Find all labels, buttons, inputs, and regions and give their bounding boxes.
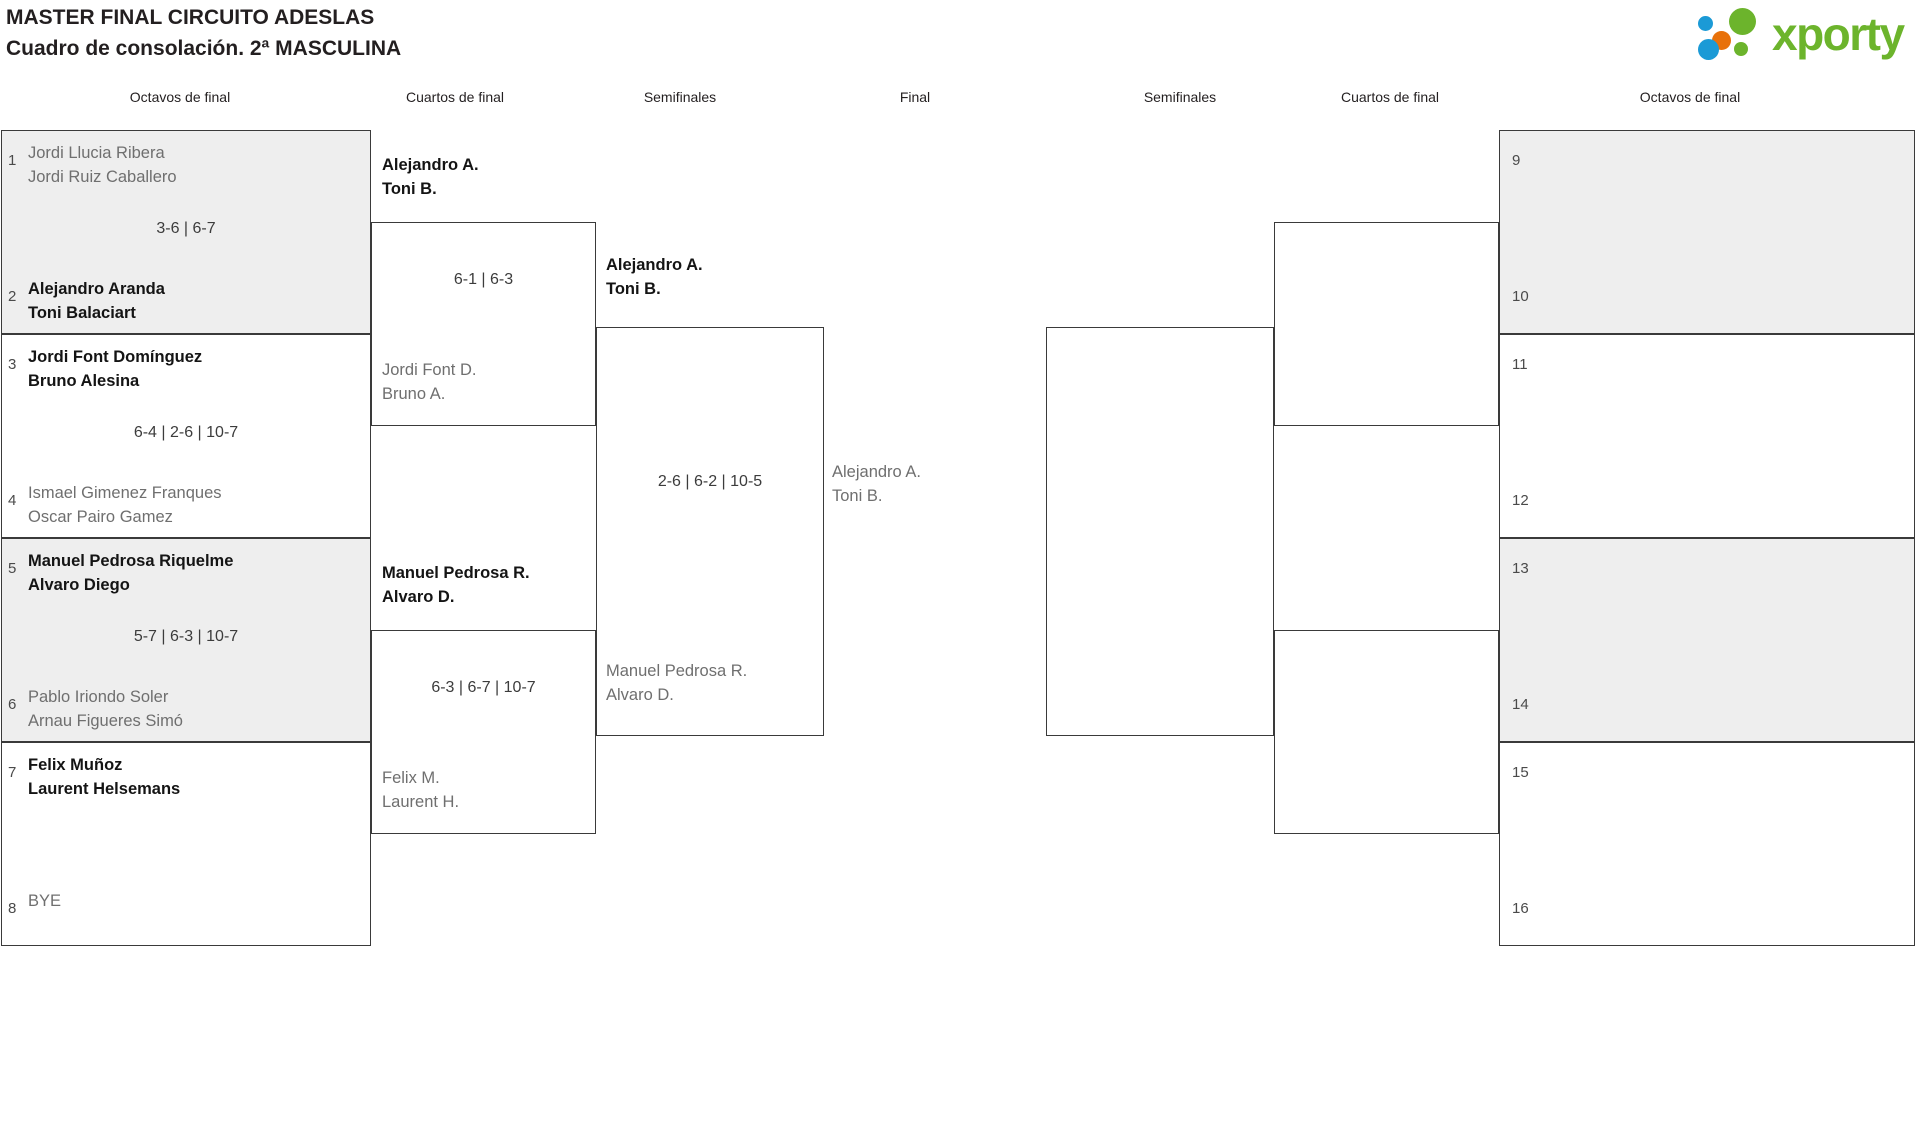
match-box-left-sf-1[interactable] — [596, 327, 824, 736]
player-name: Oscar Pairo Gamez — [28, 508, 173, 526]
match-box-right-r16-1[interactable] — [1499, 130, 1915, 334]
match-box-right-r16-3[interactable] — [1499, 538, 1915, 742]
player-name: Alvaro D. — [606, 686, 674, 704]
seed-number: 4 — [8, 492, 17, 509]
seed-number: 9 — [1512, 152, 1521, 169]
round-header-octavos-right: Octavos de final — [1639, 89, 1741, 105]
match-box-right-qf-1[interactable] — [1274, 222, 1499, 426]
finalist-name: Toni B. — [832, 487, 883, 505]
seed-number: 14 — [1512, 696, 1529, 713]
match-box-right-r16-2[interactable] — [1499, 334, 1915, 538]
title-block: MASTER FINAL CIRCUITO ADESLAS Cuadro de … — [6, 2, 401, 64]
player-name: Ismael Gimenez Franques — [28, 484, 222, 502]
round-header-semis-right: Semifinales — [1143, 89, 1217, 105]
tournament-title: MASTER FINAL CIRCUITO ADESLAS — [6, 6, 375, 29]
round-header-cuartos-right: Cuartos de final — [1340, 89, 1440, 105]
match-box-right-r16-4[interactable] — [1499, 742, 1915, 946]
player-name: Jordi Font Domínguez — [28, 348, 203, 366]
round-header-semis-left: Semifinales — [643, 89, 717, 105]
seed-number: 13 — [1512, 560, 1529, 577]
match-box-right-qf-2[interactable] — [1274, 630, 1499, 834]
player-name: Jordi Llucia Ribera — [28, 144, 165, 162]
player-name: Alejandro A. — [382, 156, 479, 174]
player-name: Arnau Figueres Simó — [28, 712, 183, 730]
match-score: 3-6 | 6-7 — [156, 220, 216, 237]
match-score: 6-1 | 6-3 — [453, 271, 514, 288]
player-name: BYE — [28, 892, 62, 910]
player-name: Pablo Iriondo Soler — [28, 688, 169, 706]
player-name: Felix M. — [382, 769, 440, 787]
seed-number: 1 — [8, 152, 17, 169]
seed-number: 7 — [8, 764, 17, 781]
xporty-logo: xporty — [1662, 4, 1912, 62]
seed-number: 12 — [1512, 492, 1529, 509]
seed-number: 10 — [1512, 288, 1529, 305]
round-header-octavos-left: Octavos de final — [129, 89, 231, 105]
round-header-final: Final — [899, 89, 931, 105]
player-name: Felix Muñoz — [28, 756, 123, 774]
player-name: Bruno A. — [382, 385, 446, 403]
match-box-left-qf-1[interactable] — [371, 222, 596, 426]
match-box-left-r16-4[interactable] — [1, 742, 371, 946]
match-box-left-qf-2[interactable] — [371, 630, 596, 834]
player-name: Manuel Pedrosa R. — [382, 564, 530, 582]
player-name: Alejandro Aranda — [28, 280, 165, 298]
logo-wordmark: xporty — [1772, 8, 1905, 60]
seed-number: 6 — [8, 696, 17, 713]
finalist-name: Alejandro A. — [832, 463, 921, 481]
seed-number: 3 — [8, 356, 17, 373]
seed-number: 16 — [1512, 900, 1529, 917]
player-name: Toni Balaciart — [28, 304, 136, 322]
round-header-cuartos-left: Cuartos de final — [405, 89, 505, 105]
seed-number: 5 — [8, 560, 17, 577]
match-score: 6-4 | 2-6 | 10-7 — [133, 424, 239, 441]
match-score: 2-6 | 6-2 | 10-5 — [657, 473, 763, 490]
match-box-right-sf-1[interactable] — [1046, 327, 1274, 736]
player-name: Laurent Helsemans — [28, 780, 181, 798]
seed-number: 8 — [8, 900, 17, 917]
player-name: Manuel Pedrosa R. — [606, 662, 748, 680]
player-name: Manuel Pedrosa Riquelme — [28, 552, 234, 570]
player-name: Toni B. — [606, 280, 661, 298]
seed-number: 15 — [1512, 764, 1529, 781]
player-name: Alvaro D. — [382, 588, 455, 606]
player-name: Alejandro A. — [606, 256, 703, 274]
logo-dots-icon — [1698, 8, 1776, 60]
player-name: Bruno Alesina — [28, 372, 140, 390]
page-header: MASTER FINAL CIRCUITO ADESLAS Cuadro de … — [0, 0, 1920, 70]
player-name: Laurent H. — [382, 793, 460, 811]
player-name: Jordi Ruiz Caballero — [28, 168, 177, 186]
match-box-left-r16-1[interactable] — [1, 130, 371, 334]
player-name: Alvaro Diego — [28, 576, 130, 594]
player-name: Jordi Font D. — [382, 361, 477, 379]
match-score: 6-3 | 6-7 | 10-7 — [431, 679, 536, 696]
match-box-left-r16-3[interactable] — [1, 538, 371, 742]
seed-number: 11 — [1512, 356, 1528, 373]
seed-number: 2 — [8, 288, 17, 305]
player-name: Toni B. — [382, 180, 437, 198]
match-score: 5-7 | 6-3 | 10-7 — [133, 628, 239, 645]
tournament-subtitle: Cuadro de consolación. 2ª MASCULINA — [6, 37, 402, 60]
match-box-left-r16-2[interactable] — [1, 334, 371, 538]
